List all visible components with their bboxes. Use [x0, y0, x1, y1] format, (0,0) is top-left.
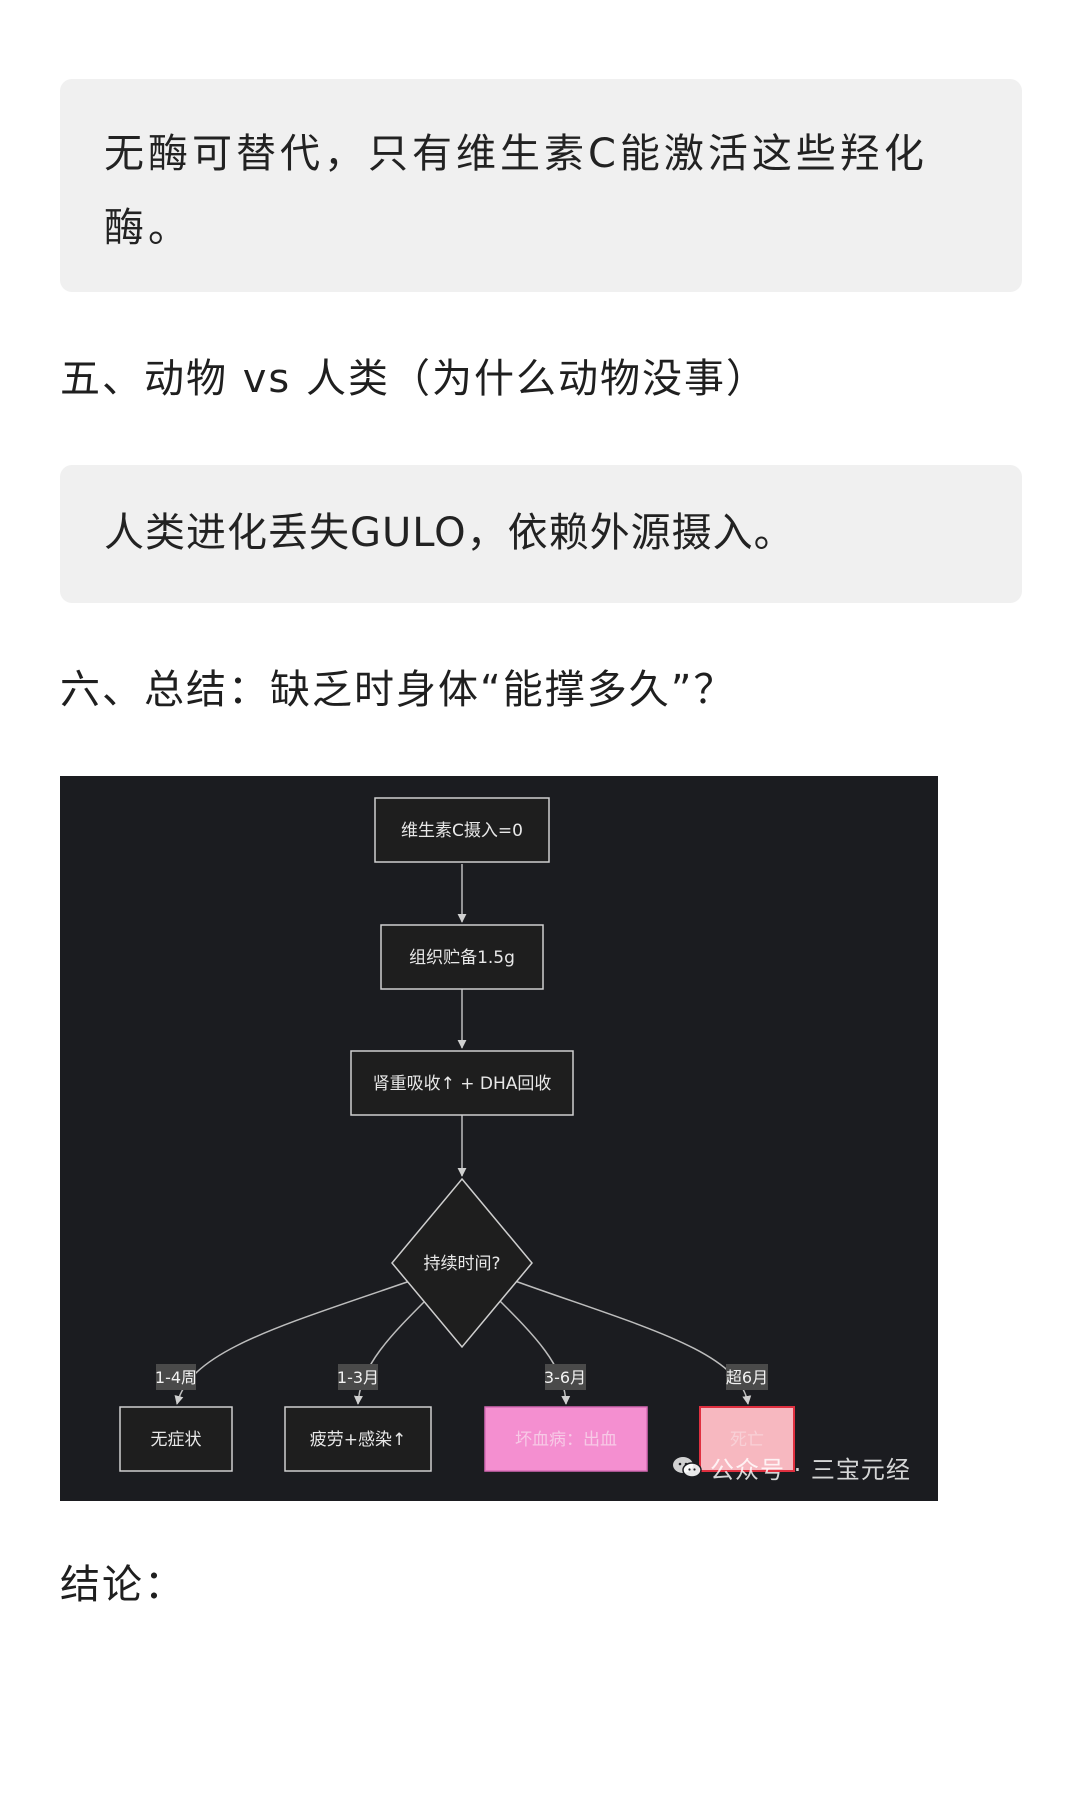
node-decision: 持续时间? [391, 1177, 533, 1349]
svg-text:3-6月: 3-6月 [544, 1368, 586, 1387]
quote-text: 人类进化丢失GULO，依赖外源摄入。 [104, 510, 795, 556]
section-heading-conclusion: 结论： [60, 1562, 186, 1608]
section-heading-summary: 六、总结：缺乏时身体“能撑多久”？ [60, 667, 736, 713]
node-outcome-scurvy: 坏血病：出血 [484, 1406, 648, 1472]
edge-decision-outcome3 [494, 1295, 571, 1405]
node-start: 维生素C摄入=0 [374, 797, 550, 863]
section-heading-animals-vs-humans: 五、动物 vs 人类（为什么动物没事） [60, 356, 768, 402]
svg-text:无症状: 无症状 [151, 1430, 202, 1450]
svg-text:坏血病：出血: 坏血病：出血 [515, 1430, 617, 1450]
svg-text:死亡: 死亡 [730, 1430, 764, 1450]
edge-label-3: 3-6月 [544, 1364, 586, 1390]
node-storage-label: 组织贮备1.5g [409, 948, 515, 968]
watermark-text: 公众号 · 三宝元经 [710, 1455, 911, 1484]
quote-block-enzyme: 无酶可替代，只有维生素C能激活这些羟化酶。 [60, 79, 1022, 292]
node-decision-label: 持续时间? [423, 1254, 500, 1274]
svg-text:超6月: 超6月 [726, 1368, 768, 1387]
node-recycle: 肾重吸收↑ + DHA回收 [350, 1050, 574, 1116]
node-storage: 组织贮备1.5g [380, 924, 544, 990]
svg-text:疲劳+感染↑: 疲劳+感染↑ [310, 1430, 407, 1450]
svg-text:1-3月: 1-3月 [337, 1368, 379, 1387]
wechat-icon [672, 1455, 702, 1479]
edge-label-1: 1-4周 [155, 1364, 197, 1390]
watermark: 公众号 · 三宝元经 [672, 1452, 911, 1484]
quote-text: 无酶可替代，只有维生素C能激活这些羟化酶。 [104, 131, 928, 251]
quote-block-gulo: 人类进化丢失GULO，依赖外源摄入。 [60, 465, 1022, 603]
node-outcome-fatigue: 疲劳+感染↑ [284, 1406, 432, 1472]
flowchart-figure: 维生素C摄入=0 组织贮备1.5g 肾重吸收↑ + DHA回收 持续时间? 1-… [60, 776, 938, 1501]
node-outcome-no-symptoms: 无症状 [119, 1406, 233, 1472]
edge-label-2: 1-3月 [337, 1364, 379, 1390]
node-start-label: 维生素C摄入=0 [401, 821, 523, 841]
svg-text:1-4周: 1-4周 [155, 1368, 197, 1387]
edge-decision-outcome2 [353, 1295, 431, 1405]
edge-label-4: 超6月 [726, 1364, 768, 1390]
node-recycle-label: 肾重吸收↑ + DHA回收 [373, 1074, 552, 1094]
flowchart-diagram: 维生素C摄入=0 组织贮备1.5g 肾重吸收↑ + DHA回收 持续时间? 1-… [119, 797, 795, 1472]
node-outcome-death: 死亡 [699, 1406, 795, 1472]
